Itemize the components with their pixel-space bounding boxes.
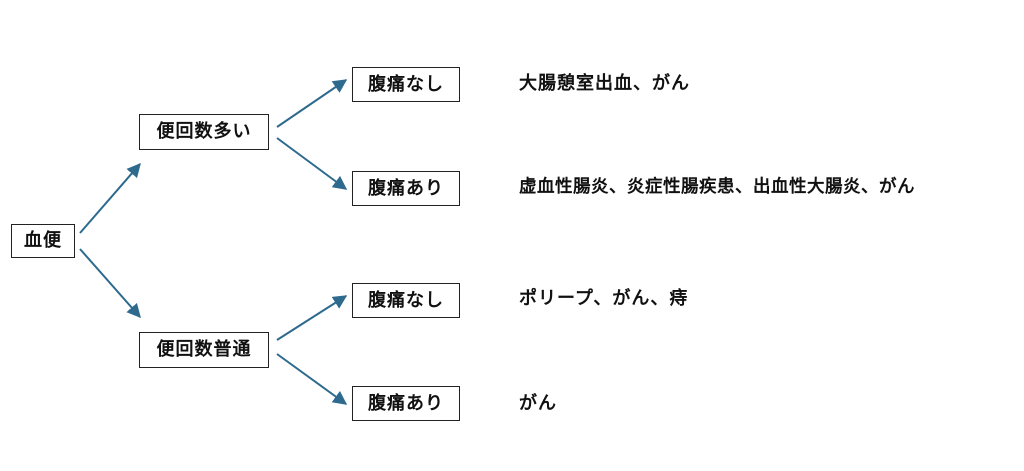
root-node: 血便 [11,224,75,258]
no-pain-node-2: 腹痛なし [352,283,460,318]
pain-node-2: 腹痛あり [352,386,460,421]
normal-stool-node: 便回数普通 [139,332,269,368]
result-label-1: 大腸憩室出血、がん [519,73,690,94]
result-label-3: ポリープ、がん、痔 [519,288,689,309]
arrow-root-to-normal [79,248,141,319]
arrow-frequent-to-no-pain [276,79,348,128]
arrow-frequent-to-pain [276,137,348,190]
arrow-normal-to-no-pain [276,295,348,341]
arrow-root-to-frequent [79,162,141,234]
arrow-normal-to-pain [276,353,348,405]
frequent-stool-node: 便回数多い [139,114,269,150]
no-pain-node-1: 腹痛なし [352,67,460,102]
result-label-2: 虚血性腸炎、炎症性腸疾患、出血性大腸炎、がん [519,177,915,197]
pain-node-1: 腹痛あり [352,171,460,206]
result-label-4: がん [519,393,557,414]
